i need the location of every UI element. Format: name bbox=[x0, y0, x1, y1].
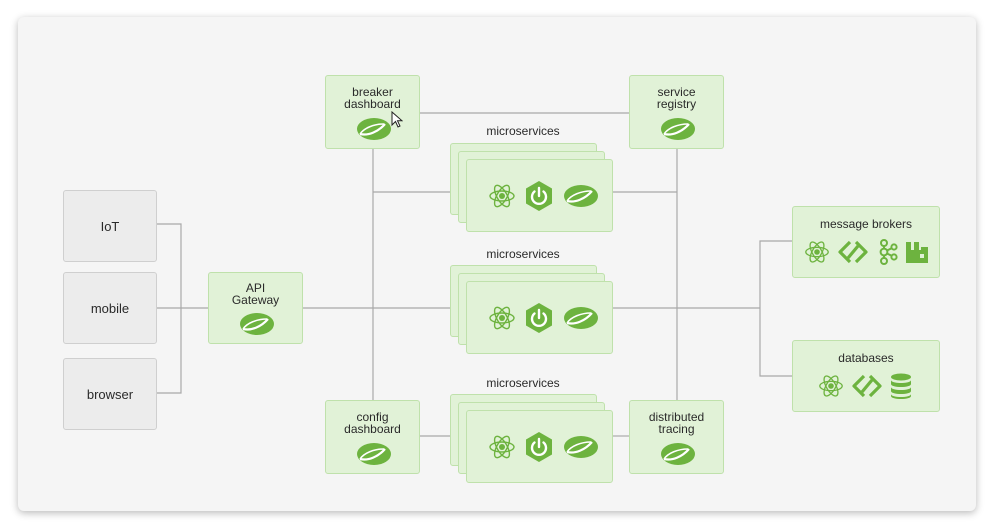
spring-leaf-icon bbox=[357, 443, 391, 465]
spring-leaf-icon bbox=[240, 313, 274, 335]
microservices-middle-title: microservices bbox=[486, 247, 560, 261]
brokers-title: message brokers bbox=[819, 217, 913, 231]
databases-box: databases bbox=[792, 340, 940, 412]
atom-icon bbox=[489, 184, 515, 208]
kafka-icon bbox=[879, 239, 898, 265]
mouse-cursor-icon bbox=[391, 111, 403, 128]
message-brokers-box: message brokers bbox=[792, 206, 940, 278]
breaker-label-line2: dashboard bbox=[344, 97, 401, 111]
client-mobile: mobile bbox=[63, 272, 157, 344]
spring-boot-power-icon bbox=[526, 432, 552, 462]
spring-leaf-icon bbox=[661, 443, 695, 465]
service-registry-box: service registry bbox=[629, 75, 724, 149]
atom-icon bbox=[489, 306, 515, 330]
client-mobile-label: mobile bbox=[90, 300, 130, 316]
config-label-line1: config bbox=[356, 410, 389, 424]
database-icon bbox=[891, 373, 911, 399]
atom-icon bbox=[489, 435, 515, 459]
config-label-line2: dashboard bbox=[344, 422, 401, 436]
breaker-dashboard-box: breaker dashboard bbox=[325, 75, 420, 149]
microservices-bottom-title: microservices bbox=[486, 376, 560, 390]
config-dashboard-box: config dashboard bbox=[325, 400, 420, 474]
client-browser-label: browser bbox=[86, 386, 134, 402]
api-gateway-box: API Gateway bbox=[208, 272, 303, 344]
registry-label-line1: service bbox=[657, 85, 696, 99]
registry-label-line2: registry bbox=[656, 97, 697, 111]
rabbitmq-icon bbox=[906, 242, 928, 263]
microservices-top-title: microservices bbox=[486, 124, 560, 138]
spring-leaf-icon bbox=[357, 118, 391, 140]
spring-boot-power-icon bbox=[526, 181, 552, 211]
stream-link-icon bbox=[838, 240, 868, 264]
atom-icon bbox=[819, 375, 843, 397]
spring-leaf-icon bbox=[564, 307, 598, 329]
client-iot: IoT bbox=[63, 190, 157, 262]
spring-leaf-icon bbox=[661, 118, 695, 140]
spring-leaf-icon bbox=[564, 436, 598, 458]
tracing-label-line1: distributed bbox=[648, 410, 705, 424]
spring-boot-power-icon bbox=[526, 303, 552, 333]
gateway-label-line1: API bbox=[245, 281, 266, 295]
stream-link-icon bbox=[852, 374, 882, 398]
databases-title: databases bbox=[838, 351, 894, 365]
microservice-card-middle bbox=[466, 281, 613, 354]
gateway-label-line2: Gateway bbox=[231, 293, 280, 307]
microservice-card-top bbox=[466, 159, 613, 232]
microservice-card-bottom bbox=[466, 410, 613, 483]
client-iot-label: IoT bbox=[100, 218, 120, 234]
breaker-label-line1: breaker bbox=[352, 85, 393, 99]
tracing-label-line2: tracing bbox=[658, 422, 695, 436]
client-browser: browser bbox=[63, 358, 157, 430]
spring-leaf-icon bbox=[564, 185, 598, 207]
distributed-tracing-box: distributed tracing bbox=[629, 400, 724, 474]
atom-icon bbox=[805, 241, 829, 263]
